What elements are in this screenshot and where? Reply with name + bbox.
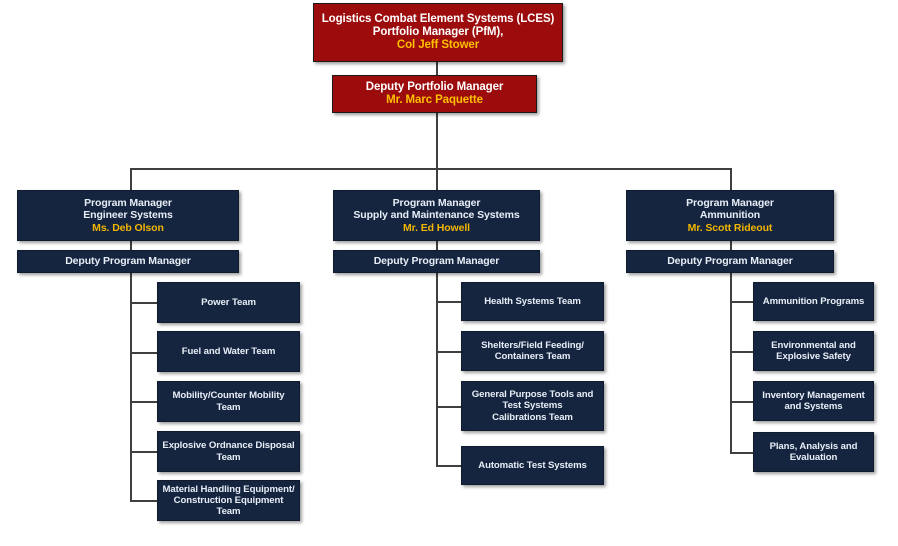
- connector-deputy-to-bus: [436, 113, 438, 169]
- pm3-person-name: Mr. Scott Rideout: [687, 221, 773, 234]
- team-line: Health Systems Team: [484, 295, 581, 307]
- team-line: Test Systems: [502, 400, 563, 412]
- connector-stub-left-2: [130, 352, 157, 354]
- node-team-shelters-field-feeding-containers[interactable]: Shelters/Field Feeding/ Containers Team: [461, 331, 604, 371]
- connector-spine-left: [130, 272, 132, 501]
- connector-stub-right-4: [730, 452, 753, 454]
- pm2-role: Program Manager: [392, 197, 481, 210]
- team-line: and Systems: [784, 401, 843, 412]
- team-line: Team: [216, 401, 241, 413]
- team-line: Containers Team: [494, 351, 571, 362]
- connector-stub-left-4: [130, 451, 157, 453]
- pfm-org-line-2: Portfolio Manager (PfM),: [372, 25, 504, 38]
- node-team-explosive-ordnance-disposal[interactable]: Explosive Ordnance Disposal Team: [157, 431, 300, 472]
- pm1-person-name: Ms. Deb Olson: [92, 221, 164, 234]
- team-line: Mobility/Counter Mobility: [172, 390, 285, 402]
- dpm3-label: Deputy Program Manager: [667, 255, 793, 268]
- team-line: Calibrations Team: [492, 411, 573, 423]
- node-team-general-purpose-tools-test-systems-calibrations[interactable]: General Purpose Tools and Test Systems C…: [461, 381, 604, 431]
- pm2-area: Supply and Maintenance Systems: [353, 209, 520, 222]
- pm3-role: Program Manager: [686, 197, 774, 210]
- node-team-fuel-and-water[interactable]: Fuel and Water Team: [157, 331, 300, 372]
- pm1-area: Engineer Systems: [83, 209, 173, 222]
- connector-stub-middle-2: [436, 351, 461, 353]
- connector-spine-middle: [436, 272, 438, 466]
- team-line: Inventory Management: [762, 389, 865, 401]
- connector-stub-left-3: [130, 401, 157, 403]
- deputy-pfm-role: Deputy Portfolio Manager: [365, 80, 504, 93]
- connector-bus-drop-left: [130, 168, 132, 190]
- team-line: Team: [216, 451, 241, 463]
- node-deputy-portfolio-manager[interactable]: Deputy Portfolio Manager Mr. Marc Paquet…: [332, 75, 537, 113]
- connector-stub-right-1: [730, 301, 753, 303]
- connector-bus-drop-right: [730, 168, 732, 190]
- team-line: Evaluation: [789, 452, 838, 463]
- team-line: Plans, Analysis and: [769, 440, 858, 452]
- node-team-health-systems[interactable]: Health Systems Team: [461, 282, 604, 321]
- pm1-role: Program Manager: [84, 197, 172, 210]
- connector-spine-right: [730, 272, 732, 454]
- team-line: Power Team: [201, 296, 256, 308]
- team-line: Material Handling Equipment/: [162, 483, 295, 495]
- connector-stub-left-1: [130, 302, 157, 304]
- node-program-manager-supply-maintenance-systems[interactable]: Program Manager Supply and Maintenance S…: [333, 190, 540, 241]
- dpm2-label: Deputy Program Manager: [373, 255, 500, 268]
- team-line: Fuel and Water Team: [181, 345, 276, 357]
- pfm-org-line-1: Logistics Combat Element Systems (LCES): [321, 12, 555, 25]
- node-team-plans-analysis-evaluation[interactable]: Plans, Analysis and Evaluation: [753, 432, 874, 472]
- connector-pm-deputy-middle: [436, 241, 438, 250]
- connector-branch-bus: [130, 168, 732, 170]
- team-line: Explosive Safety: [776, 351, 851, 362]
- node-team-environmental-explosive-safety[interactable]: Environmental and Explosive Safety: [753, 331, 874, 371]
- connector-bus-drop-middle: [436, 168, 438, 190]
- node-program-manager-engineer-systems[interactable]: Program Manager Engineer Systems Ms. Deb…: [17, 190, 239, 241]
- team-line: Construction Equipment Team: [173, 494, 284, 518]
- team-line: General Purpose Tools and: [471, 389, 594, 401]
- pfm-person-name: Col Jeff Stower: [396, 39, 480, 52]
- node-team-mobility-counter-mobility[interactable]: Mobility/Counter Mobility Team: [157, 381, 300, 422]
- team-line: Environmental and: [771, 339, 856, 351]
- team-line: Shelters/Field Feeding/: [481, 339, 584, 351]
- connector-pm-deputy-right: [730, 241, 732, 250]
- connector-top-to-deputy: [436, 62, 438, 75]
- node-portfolio-manager[interactable]: Logistics Combat Element Systems (LCES) …: [313, 3, 563, 62]
- dpm1-label: Deputy Program Manager: [65, 255, 191, 268]
- node-team-automatic-test-systems[interactable]: Automatic Test Systems: [461, 446, 604, 485]
- deputy-pfm-person-name: Mr. Marc Paquette: [386, 94, 483, 106]
- connector-stub-middle-1: [436, 301, 461, 303]
- node-program-manager-ammunition[interactable]: Program Manager Ammunition Mr. Scott Rid…: [626, 190, 834, 241]
- connector-stub-middle-3: [436, 406, 461, 408]
- pm3-area: Ammunition: [699, 209, 761, 222]
- node-deputy-program-manager-engineer-systems[interactable]: Deputy Program Manager: [17, 250, 239, 273]
- connector-stub-middle-4: [436, 465, 461, 467]
- pm2-person-name: Mr. Ed Howell: [403, 221, 470, 234]
- node-team-inventory-management-and-systems[interactable]: Inventory Management and Systems: [753, 381, 874, 421]
- team-line: Automatic Test Systems: [478, 459, 587, 471]
- connector-pm-deputy-left: [130, 241, 132, 250]
- node-team-ammunition-programs[interactable]: Ammunition Programs: [753, 282, 874, 321]
- node-deputy-program-manager-ammunition[interactable]: Deputy Program Manager: [626, 250, 834, 273]
- connector-stub-right-2: [730, 351, 753, 353]
- node-team-power[interactable]: Power Team: [157, 282, 300, 323]
- connector-stub-left-5: [130, 500, 157, 502]
- connector-stub-right-3: [730, 401, 753, 403]
- node-deputy-program-manager-supply-maintenance-systems[interactable]: Deputy Program Manager: [333, 250, 540, 273]
- team-line: Ammunition Programs: [762, 295, 865, 307]
- node-team-material-handling-construction-equipment[interactable]: Material Handling Equipment/ Constructio…: [157, 480, 300, 521]
- team-line: Explosive Ordnance Disposal: [162, 440, 295, 452]
